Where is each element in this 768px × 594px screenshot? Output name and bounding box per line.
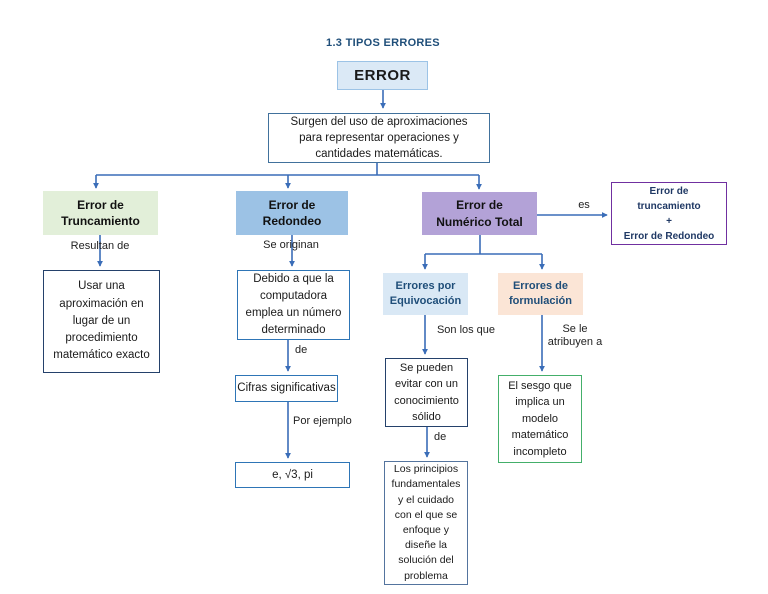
- node-error-redondeo: Error de Redondeo: [236, 191, 348, 235]
- node-errores-por-equivocacion: Errores por Equivocación: [383, 273, 468, 315]
- node-usar-aproximacion: Usar una aproximación en lugar de un pro…: [43, 270, 160, 373]
- edge-label-de-right: de: [434, 431, 447, 443]
- node-se-pueden-evitar: Se pueden evitar con un conocimiento sól…: [385, 358, 468, 427]
- node-principios-fundamentales: Los principios fundamentales y el cuidad…: [384, 461, 468, 585]
- node-suma-truncamiento-redondeo: Error de truncamiento + Error de Redonde…: [611, 182, 727, 245]
- edge-label-se-originan: Se originan: [263, 239, 319, 251]
- edge-label-por-ejemplo: Por ejemplo: [293, 415, 352, 427]
- edge-label-son-los-que: Son los que: [436, 324, 496, 336]
- node-cifras-significativas: Cifras significativas: [235, 375, 338, 402]
- node-ejemplos-e-raiz3-pi: e, √3, pi: [235, 462, 350, 488]
- node-sesgo-modelo-incompleto: El sesgo que implica un modelo matemátic…: [498, 375, 582, 463]
- node-surgen-description: Surgen del uso de aproximaciones para re…: [268, 113, 490, 163]
- page-title: 1.3 TIPOS ERRORES: [326, 37, 440, 49]
- node-errores-de-formulacion: Errores de formulación: [498, 273, 583, 315]
- edge-label-de-middle: de: [295, 344, 308, 356]
- node-error: ERROR: [337, 61, 428, 90]
- edge-label-resultan-de: Resultan de: [70, 240, 130, 252]
- node-error-numerico-total: Error de Numérico Total: [422, 192, 537, 235]
- edge-label-se-le-atribuyen-a: Se le atribuyen a: [547, 323, 603, 349]
- edge-label-es: es: [578, 199, 590, 211]
- node-debido-computadora: Debido a que la computadora emplea un nú…: [237, 270, 350, 340]
- node-error-truncamiento: Error de Truncamiento: [43, 191, 158, 235]
